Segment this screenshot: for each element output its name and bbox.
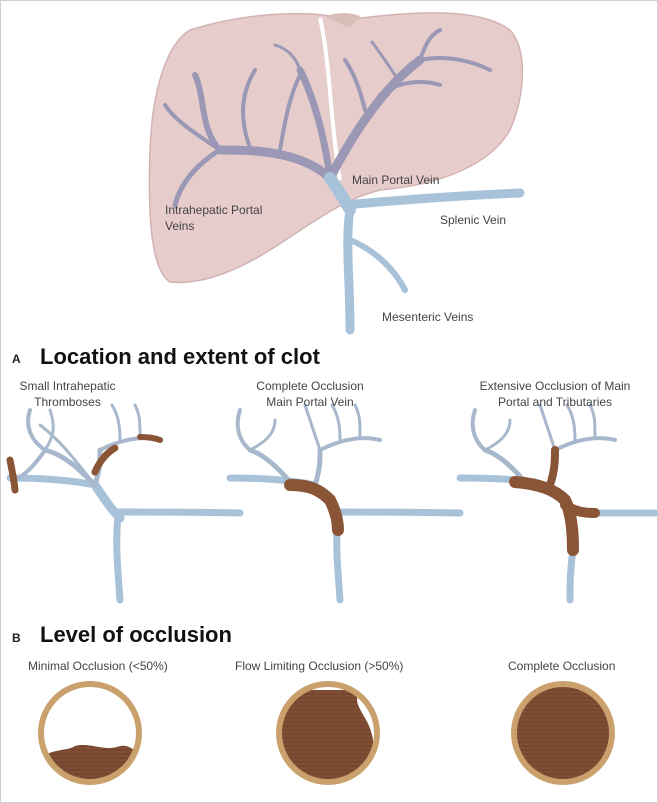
occlusion-flow-limiting [278, 684, 380, 790]
panel-1-caption-line2: Thromboses [0, 395, 135, 409]
section-b-title: Level of occlusion [40, 622, 232, 648]
label-complete-occlusion: Complete Occlusion [508, 659, 615, 673]
clot-panels [10, 405, 655, 600]
liver-illustration [149, 13, 522, 330]
section-a-title: Location and extent of clot [40, 344, 320, 370]
clot-segments [515, 450, 595, 550]
panel-2-caption-line1: Complete Occlusion [230, 379, 390, 393]
panel-2-caption-line2: Main Portal Vein [230, 395, 390, 409]
section-b-letter: B [12, 631, 21, 645]
label-mesenteric-veins: Mesenteric Veins [382, 310, 473, 324]
label-minimal-occlusion: Minimal Occlusion (<50%) [28, 659, 168, 673]
panel-small-intrahepatic [10, 405, 240, 600]
label-main-portal-vein: Main Portal Vein [352, 173, 439, 187]
occlusion-circles [40, 684, 612, 790]
panel-3-caption-line2: Portal and Tributaries [460, 395, 650, 409]
clot-segments [290, 485, 338, 530]
occlusion-minimal [40, 684, 140, 790]
section-a-letter: A [12, 352, 21, 366]
panel-extensive [460, 405, 655, 600]
label-flow-limiting-occlusion: Flow Limiting Occlusion (>50%) [235, 659, 403, 673]
label-intrahepatic-line2: Veins [165, 219, 194, 233]
label-splenic-vein: Splenic Vein [440, 213, 506, 227]
panel-3-caption-line1: Extensive Occlusion of Main [460, 379, 650, 393]
label-intrahepatic-line1: Intrahepatic Portal [165, 203, 262, 217]
portal-system [330, 178, 520, 330]
occlusion-complete [514, 684, 612, 782]
panel-main-portal [230, 405, 460, 600]
panel-1-caption-line1: Small Intrahepatic [0, 379, 135, 393]
